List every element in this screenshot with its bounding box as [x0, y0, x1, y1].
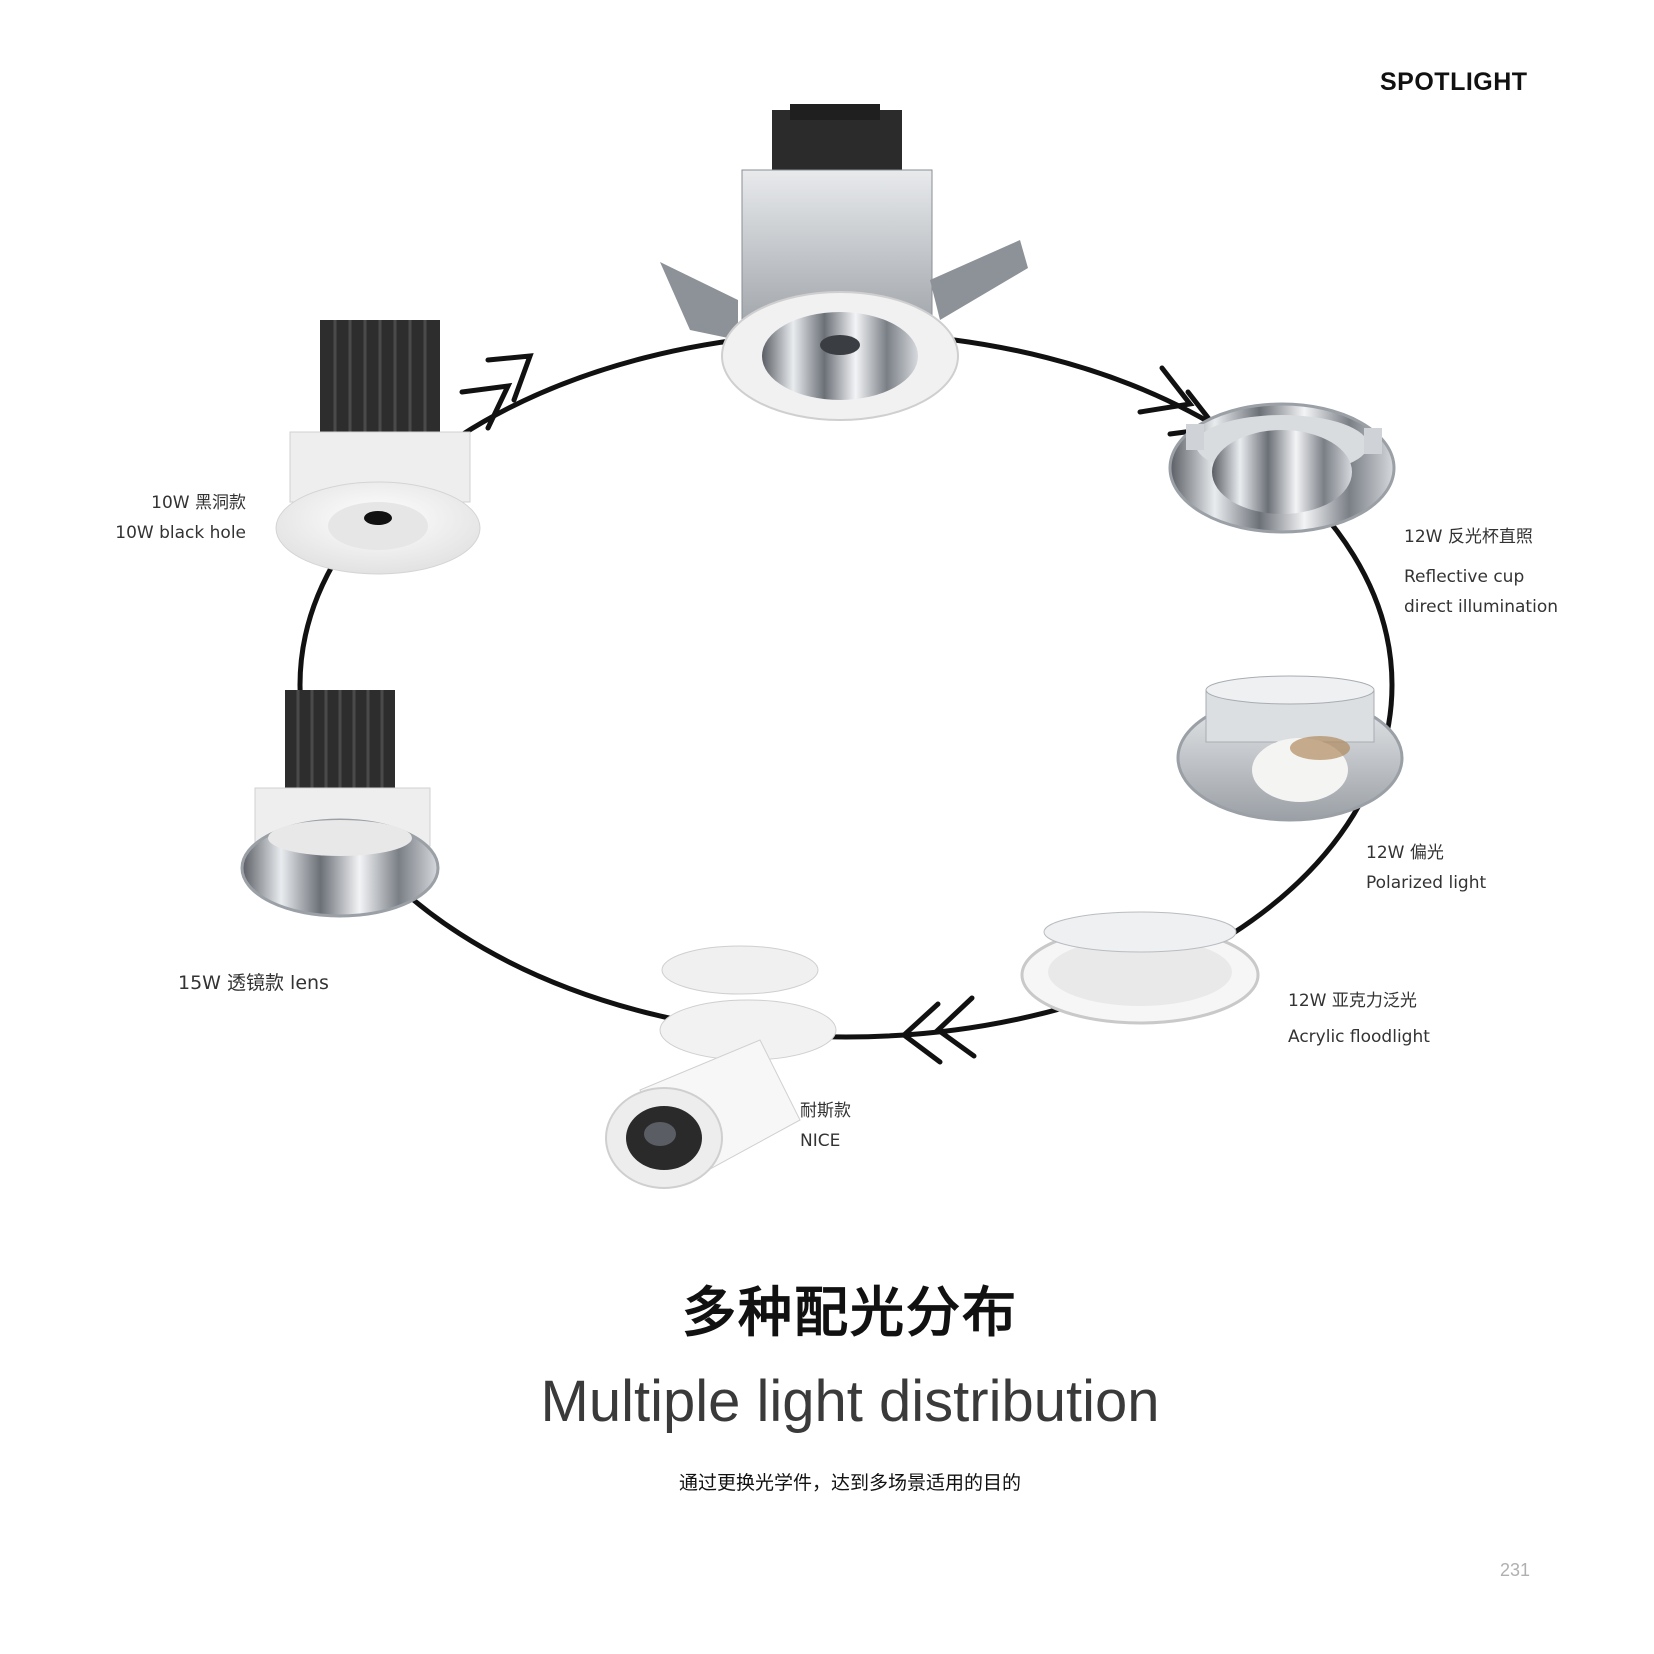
- black-hole-label-zh: 10W 黑洞款: [151, 493, 246, 513]
- black-hole-label: 10W 黑洞款 10W black hole: [100, 488, 246, 548]
- page-number: 231: [1500, 1560, 1531, 1580]
- polarized-label: 12W 偏光 Polarized light: [1366, 838, 1486, 898]
- reflective-cup-label-zh: 12W 反光杯直照: [1404, 527, 1533, 547]
- polarized-label-en: Polarized light: [1366, 873, 1487, 893]
- arrow-icon-top-left: [459, 353, 534, 431]
- main-downlight-image: [660, 104, 1028, 421]
- reflective-cup-image: [1168, 402, 1396, 534]
- black-hole-image: [275, 320, 481, 575]
- lens-label: 15W 透镜款 lens: [178, 968, 329, 998]
- acrylic-image: [1020, 911, 1260, 1025]
- description: 通过更换光学件，达到多场景适用的目的: [678, 1472, 1021, 1494]
- polarized-label-zh: 12W 偏光: [1366, 843, 1444, 863]
- nice-image: [605, 945, 837, 1189]
- arrow-icon-bottom: [900, 995, 977, 1065]
- polarized-image: [1176, 675, 1404, 822]
- acrylic-label: 12W 亚克力泛光 Acrylic floodlight: [1288, 986, 1430, 1052]
- main-title: 多种配光分布: [682, 1281, 1018, 1344]
- main-subtitle: Multiple light distribution: [540, 1369, 1160, 1434]
- lens-label-text: 15W 透镜款 lens: [178, 972, 329, 994]
- nice-label-en: NICE: [800, 1131, 841, 1151]
- acrylic-label-zh: 12W 亚克力泛光: [1288, 991, 1417, 1011]
- nice-label-zh: 耐斯款: [800, 1101, 851, 1121]
- page-header-title: SPOTLIGHT: [1380, 68, 1528, 96]
- lens-image: [240, 690, 440, 918]
- reflective-cup-label-en-2: direct illumination: [1404, 597, 1558, 617]
- black-hole-label-en: 10W black hole: [115, 523, 246, 543]
- reflective-cup-label: 12W 反光杯直照 Reflective cup direct illumina…: [1404, 522, 1558, 622]
- acrylic-label-en: Acrylic floodlight: [1288, 1027, 1430, 1047]
- reflective-cup-label-en-1: Reflective cup: [1404, 567, 1525, 587]
- nice-label: 耐斯款 NICE: [800, 1096, 851, 1156]
